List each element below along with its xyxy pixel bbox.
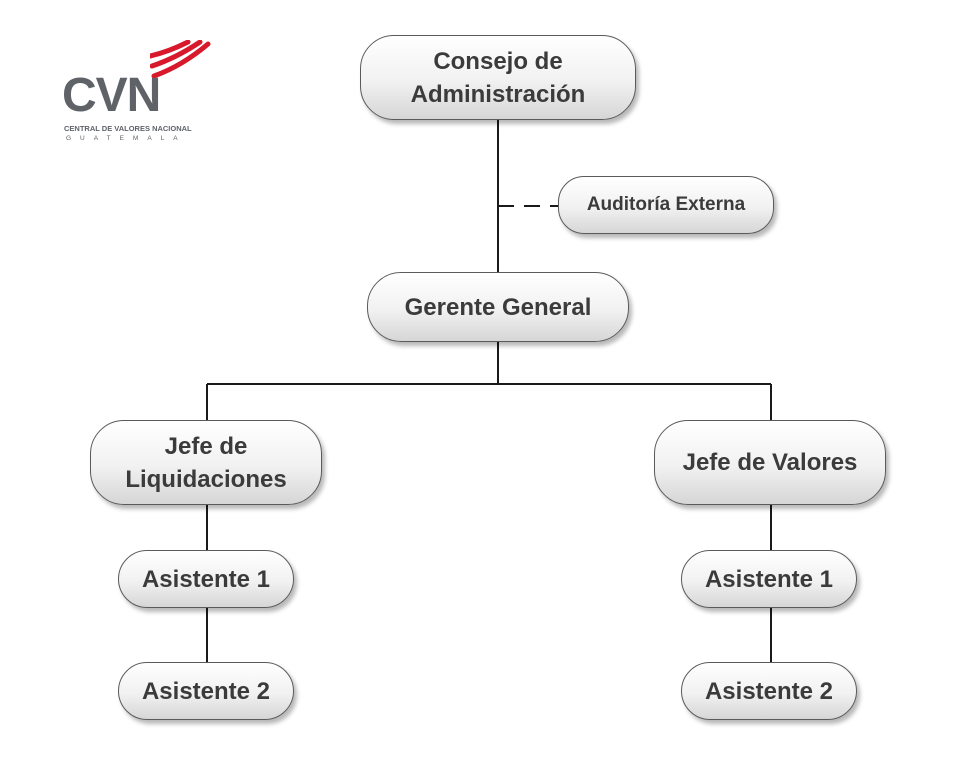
node-general-manager: Gerente General (367, 272, 629, 342)
logo-country: GUATEMALA (66, 135, 187, 142)
node-liquidations-assistant-1: Asistente 1 (118, 550, 294, 608)
node-securities-assistant-2: Asistente 2 (681, 662, 857, 720)
logo-swoosh-stripe-2 (150, 40, 203, 69)
node-head-securities: Jefe de Valores (654, 420, 886, 505)
logo-swoosh-stripes (150, 40, 211, 78)
logo-swoosh-stripe-3 (150, 40, 191, 59)
logo-swoosh-stripe-1 (151, 41, 211, 78)
node-head-liquidations: Jefe de Liquidaciones (90, 420, 322, 505)
cvn-logo: CVN CENTRAL DE VALORES NACIONAL GUATEMAL… (62, 40, 211, 150)
logo-subtitle: CENTRAL DE VALORES NACIONAL (64, 124, 192, 133)
node-liquidations-assistant-2: Asistente 2 (118, 662, 294, 720)
node-external-audit: Auditoría Externa (558, 176, 774, 234)
node-securities-assistant-1: Asistente 1 (681, 550, 857, 608)
logo-wordmark: CVN (62, 69, 161, 122)
logo-swoosh-icon (150, 40, 211, 78)
node-board: Consejo de Administración (360, 35, 636, 120)
